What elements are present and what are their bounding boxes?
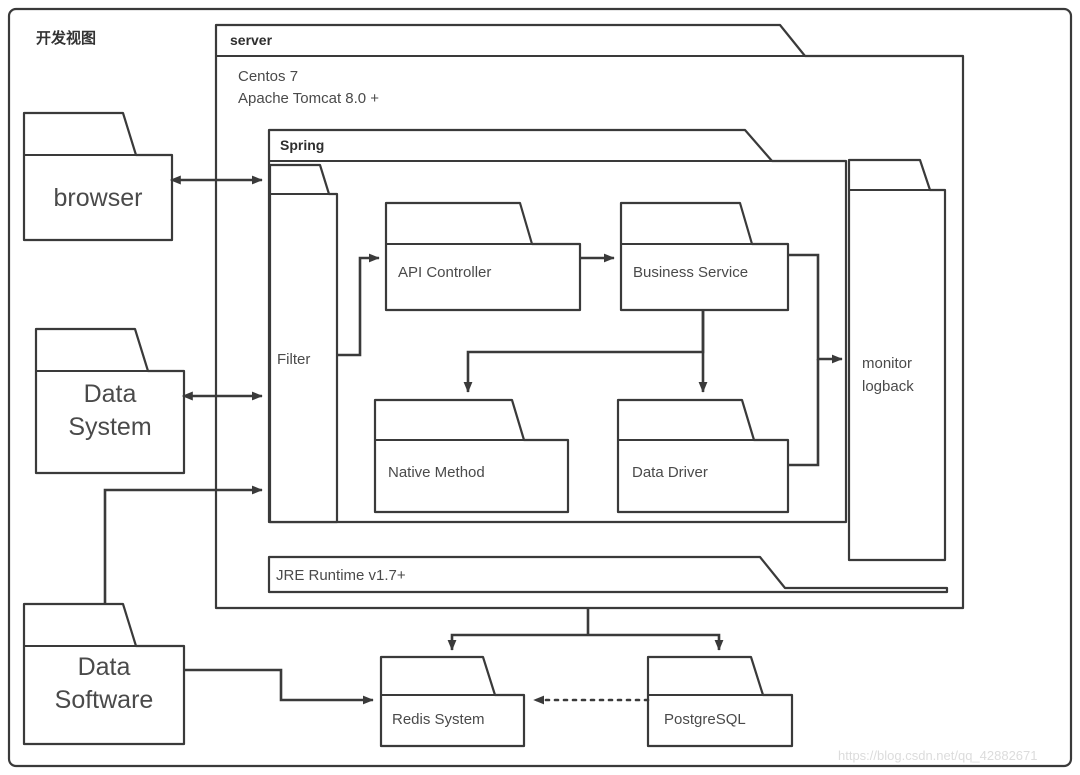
data-driver-node <box>616 398 790 514</box>
postgresql-node <box>646 655 794 748</box>
edge-datasoftware-filter <box>103 485 263 604</box>
edge-server-redis <box>447 633 588 651</box>
edge-filter-apicontroller <box>337 253 380 357</box>
native-method-node <box>373 398 570 514</box>
business-service-node <box>619 201 790 312</box>
edge-businessservice-monitor <box>788 253 843 364</box>
edge-datadriver-monitor <box>788 359 820 467</box>
edge-datasoftware-redis <box>184 668 374 705</box>
data-software-node <box>22 602 186 746</box>
filter-node <box>268 163 339 524</box>
browser-node <box>22 111 174 242</box>
edge-server-postgresql <box>588 633 724 651</box>
data-system-node <box>34 327 186 475</box>
redis-system-node <box>379 655 526 748</box>
api-controller-node <box>384 201 582 312</box>
monitor-logback-node <box>847 158 947 562</box>
jre-runtime-bar <box>267 555 949 594</box>
